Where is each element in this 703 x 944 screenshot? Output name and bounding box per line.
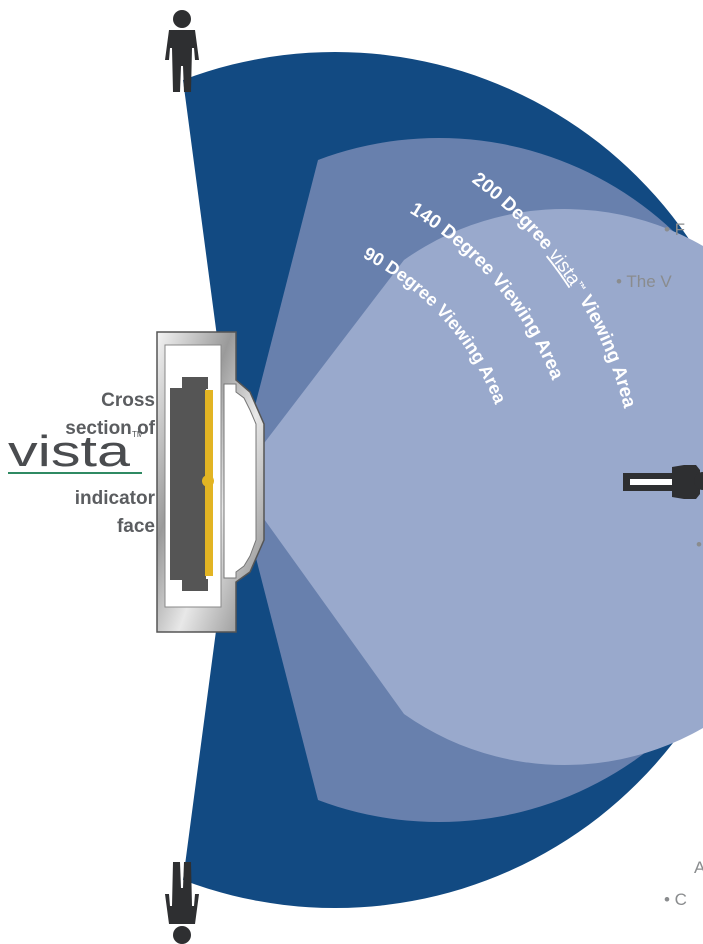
bullet-text-4: A <box>694 858 703 877</box>
person-right-icon <box>623 465 703 499</box>
sector-90-degree <box>236 209 703 765</box>
svg-text:TM: TM <box>132 430 142 439</box>
bullet-text-5: • C <box>664 890 687 909</box>
indicator-cross-section <box>156 331 265 633</box>
person-top-icon <box>165 10 199 92</box>
svg-text:vista: vista <box>8 428 131 476</box>
caption-section-of: section of <box>65 418 155 439</box>
bullet-text-2: • The V <box>616 272 672 291</box>
caption-indicator: indicator <box>74 488 155 509</box>
vista-logo: vista TM <box>8 428 142 476</box>
caption-face: face <box>116 516 155 537</box>
person-bottom-icon <box>165 862 199 944</box>
caption-cross: Cross <box>101 390 155 411</box>
bullet-text-3: • <box>696 535 702 554</box>
bullet-text-1: • F <box>664 220 686 239</box>
